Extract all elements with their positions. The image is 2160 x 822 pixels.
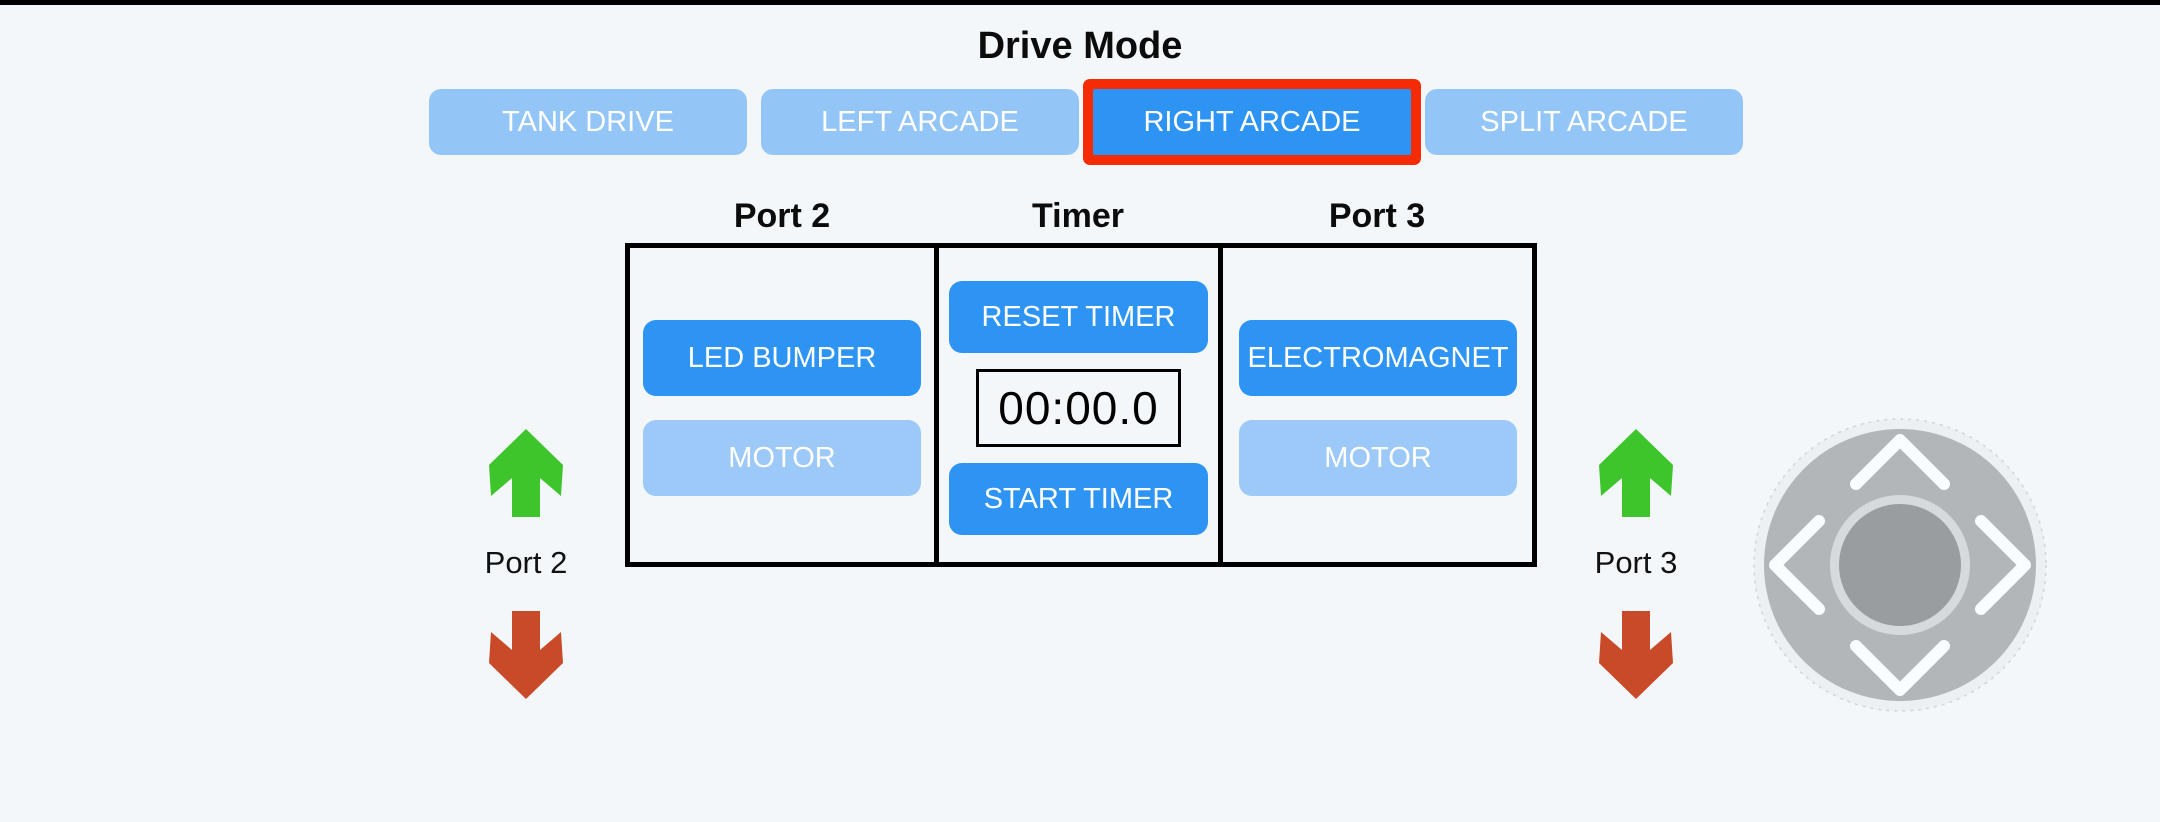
port3-reverse-arrow-icon[interactable] [1596, 609, 1676, 699]
drive-mode-left-arcade-button[interactable]: LEFT ARCADE [761, 89, 1079, 155]
joystick-down-chevron-icon [1850, 640, 1950, 696]
joystick-right-chevron-icon [1975, 515, 2031, 615]
port2-forward-arrow-icon[interactable] [486, 429, 566, 519]
port2-column-header: Port 2 [733, 197, 831, 235]
port3-column-header: Port 3 [1328, 197, 1426, 235]
drive-mode-right-arcade-button[interactable]: RIGHT ARCADE [1093, 89, 1411, 155]
joystick[interactable] [1752, 417, 2048, 713]
port3-motor-button[interactable]: MOTOR [1239, 420, 1517, 496]
joystick-knob[interactable] [1839, 504, 1961, 626]
port3-column: ELECTROMAGNET MOTOR [1223, 248, 1532, 562]
port2-indicator-label: Port 2 [484, 545, 568, 580]
drive-mode-split-arcade-button[interactable]: SPLIT ARCADE [1425, 89, 1743, 155]
drive-mode-tank-drive-button[interactable]: TANK DRIVE [429, 89, 747, 155]
port2-column: LED BUMPER MOTOR [630, 248, 934, 562]
timer-display: 00:00.0 [976, 369, 1181, 447]
reset-timer-button[interactable]: RESET TIMER [949, 281, 1208, 353]
port2-motor-button[interactable]: MOTOR [643, 420, 921, 496]
joystick-left-chevron-icon [1769, 515, 1825, 615]
timer-column: RESET TIMER 00:00.0 START TIMER [934, 248, 1223, 562]
page-title: Drive Mode [977, 25, 1183, 67]
joystick-up-chevron-icon [1850, 434, 1950, 490]
drive-mode-button-row: TANK DRIVE LEFT ARCADE RIGHT ARCADE SPLI… [429, 89, 1743, 155]
port3-indicator-label: Port 3 [1594, 545, 1678, 580]
port3-forward-arrow-icon[interactable] [1596, 429, 1676, 519]
timer-column-header: Timer [1032, 197, 1124, 235]
led-bumper-button[interactable]: LED BUMPER [643, 320, 921, 396]
electromagnet-button[interactable]: ELECTROMAGNET [1239, 320, 1517, 396]
port2-reverse-arrow-icon[interactable] [486, 609, 566, 699]
start-timer-button[interactable]: START TIMER [949, 463, 1208, 535]
device-timer-panel: LED BUMPER MOTOR RESET TIMER 00:00.0 STA… [625, 243, 1537, 567]
